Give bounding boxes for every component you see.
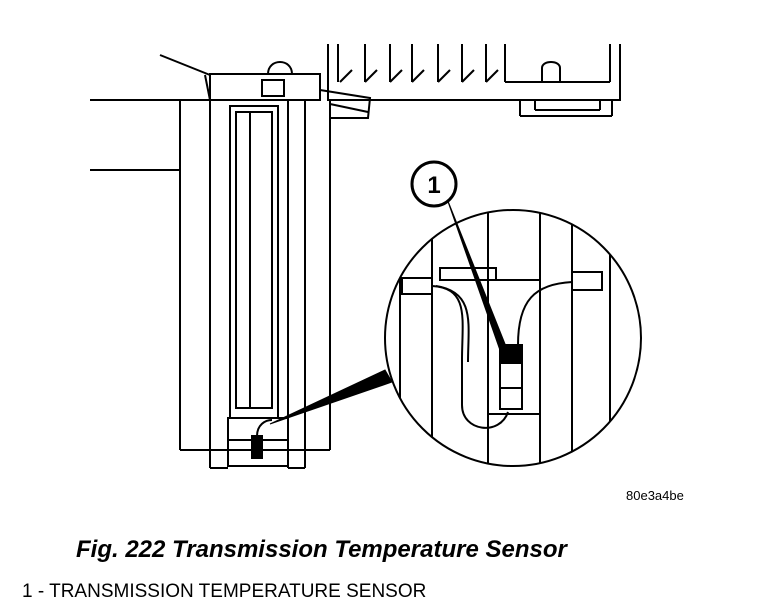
sensor-in-pocket	[251, 419, 273, 459]
callout-1: 1	[410, 160, 510, 357]
callout-1-number: 1	[427, 172, 440, 199]
sensor-diagram: 1	[90, 44, 642, 469]
transmission-housing-wall	[90, 99, 210, 171]
callout-legend-item-1: 1 - TRANSMISSION TEMPERATURE SENSOR	[22, 581, 427, 602]
figure-reference-code: 80e3a4be	[626, 488, 684, 503]
valve-body-column	[179, 100, 331, 469]
magnified-detail	[384, 209, 642, 467]
retaining-clip	[159, 54, 372, 119]
figure-title: Fig. 222 Transmission Temperature Sensor	[76, 536, 567, 563]
connector-housing	[327, 44, 621, 117]
magnify-leader	[269, 369, 393, 425]
